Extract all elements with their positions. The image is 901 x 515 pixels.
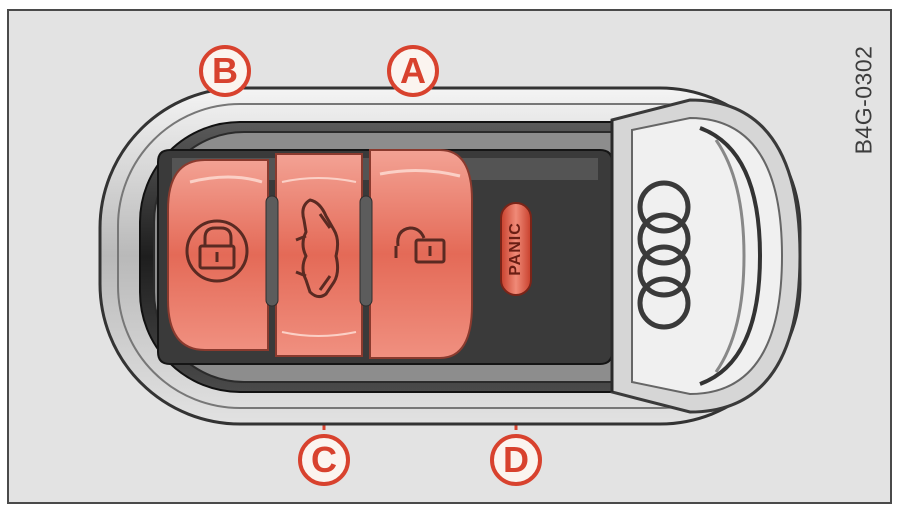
figure-id-label: B4G-0302 — [850, 45, 877, 155]
callout-a: A — [387, 45, 439, 97]
trunk-button[interactable] — [275, 153, 363, 357]
callout-b: B — [199, 45, 251, 97]
button-separator — [359, 195, 373, 307]
panic-button[interactable]: PANIC — [500, 202, 532, 296]
four-rings-logo — [637, 180, 691, 330]
lock-icon — [185, 219, 249, 283]
remote-buttons — [167, 149, 473, 359]
trunk-icon — [295, 198, 340, 299]
callout-d: D — [490, 434, 542, 486]
button-separator — [265, 195, 279, 307]
panic-label: PANIC — [507, 222, 524, 276]
unlock-button[interactable] — [369, 149, 473, 359]
callout-c: C — [298, 434, 350, 486]
unlock-icon — [394, 226, 446, 264]
